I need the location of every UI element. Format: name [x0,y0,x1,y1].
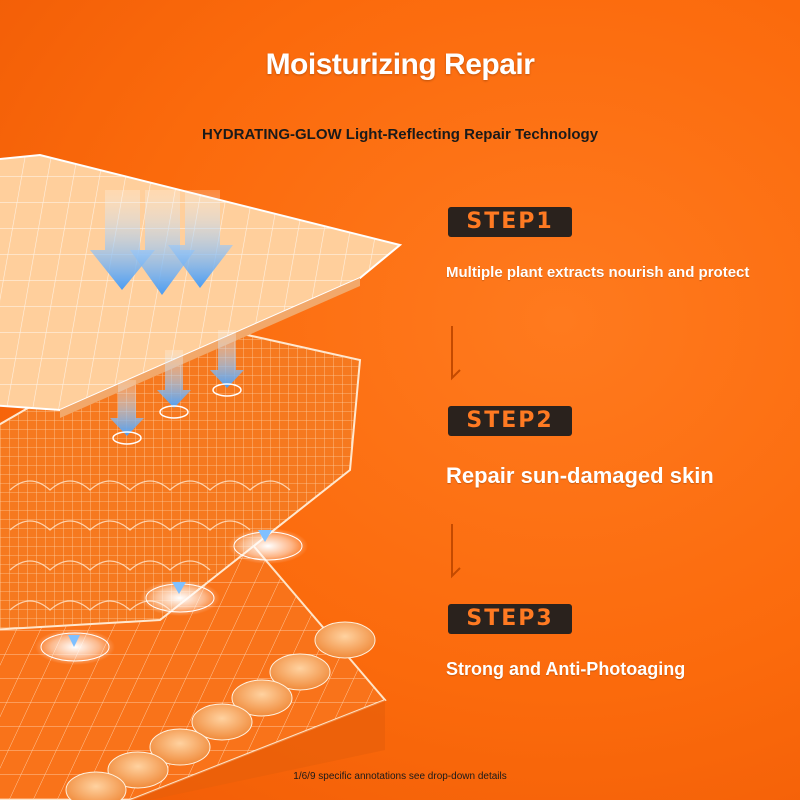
page-title: Moisturizing Repair [265,48,535,81]
step-arrow-2-icon [451,524,461,579]
page-subtitle: HYDRATING-GLOW Light-Reflecting Repair T… [201,126,599,143]
step2-text: Repair sun-damaged skin [446,463,714,488]
step1-text: Multiple plant extracts nourish and prot… [446,264,750,281]
step3-badge: STEP3 [448,604,572,634]
step1-badge: STEP1 [448,207,572,237]
glow-points [35,528,308,665]
penetration-arrows [90,190,244,445]
step-arrow-1-icon [451,326,461,381]
skin-layers-illustration [0,153,403,800]
footnote: 1/6/9 specific annotations see drop-down… [293,771,507,782]
step3-text: Strong and Anti-Photoaging [446,659,686,679]
bottom-skin-layer [0,528,387,800]
step2-badge: STEP2 [448,406,572,436]
